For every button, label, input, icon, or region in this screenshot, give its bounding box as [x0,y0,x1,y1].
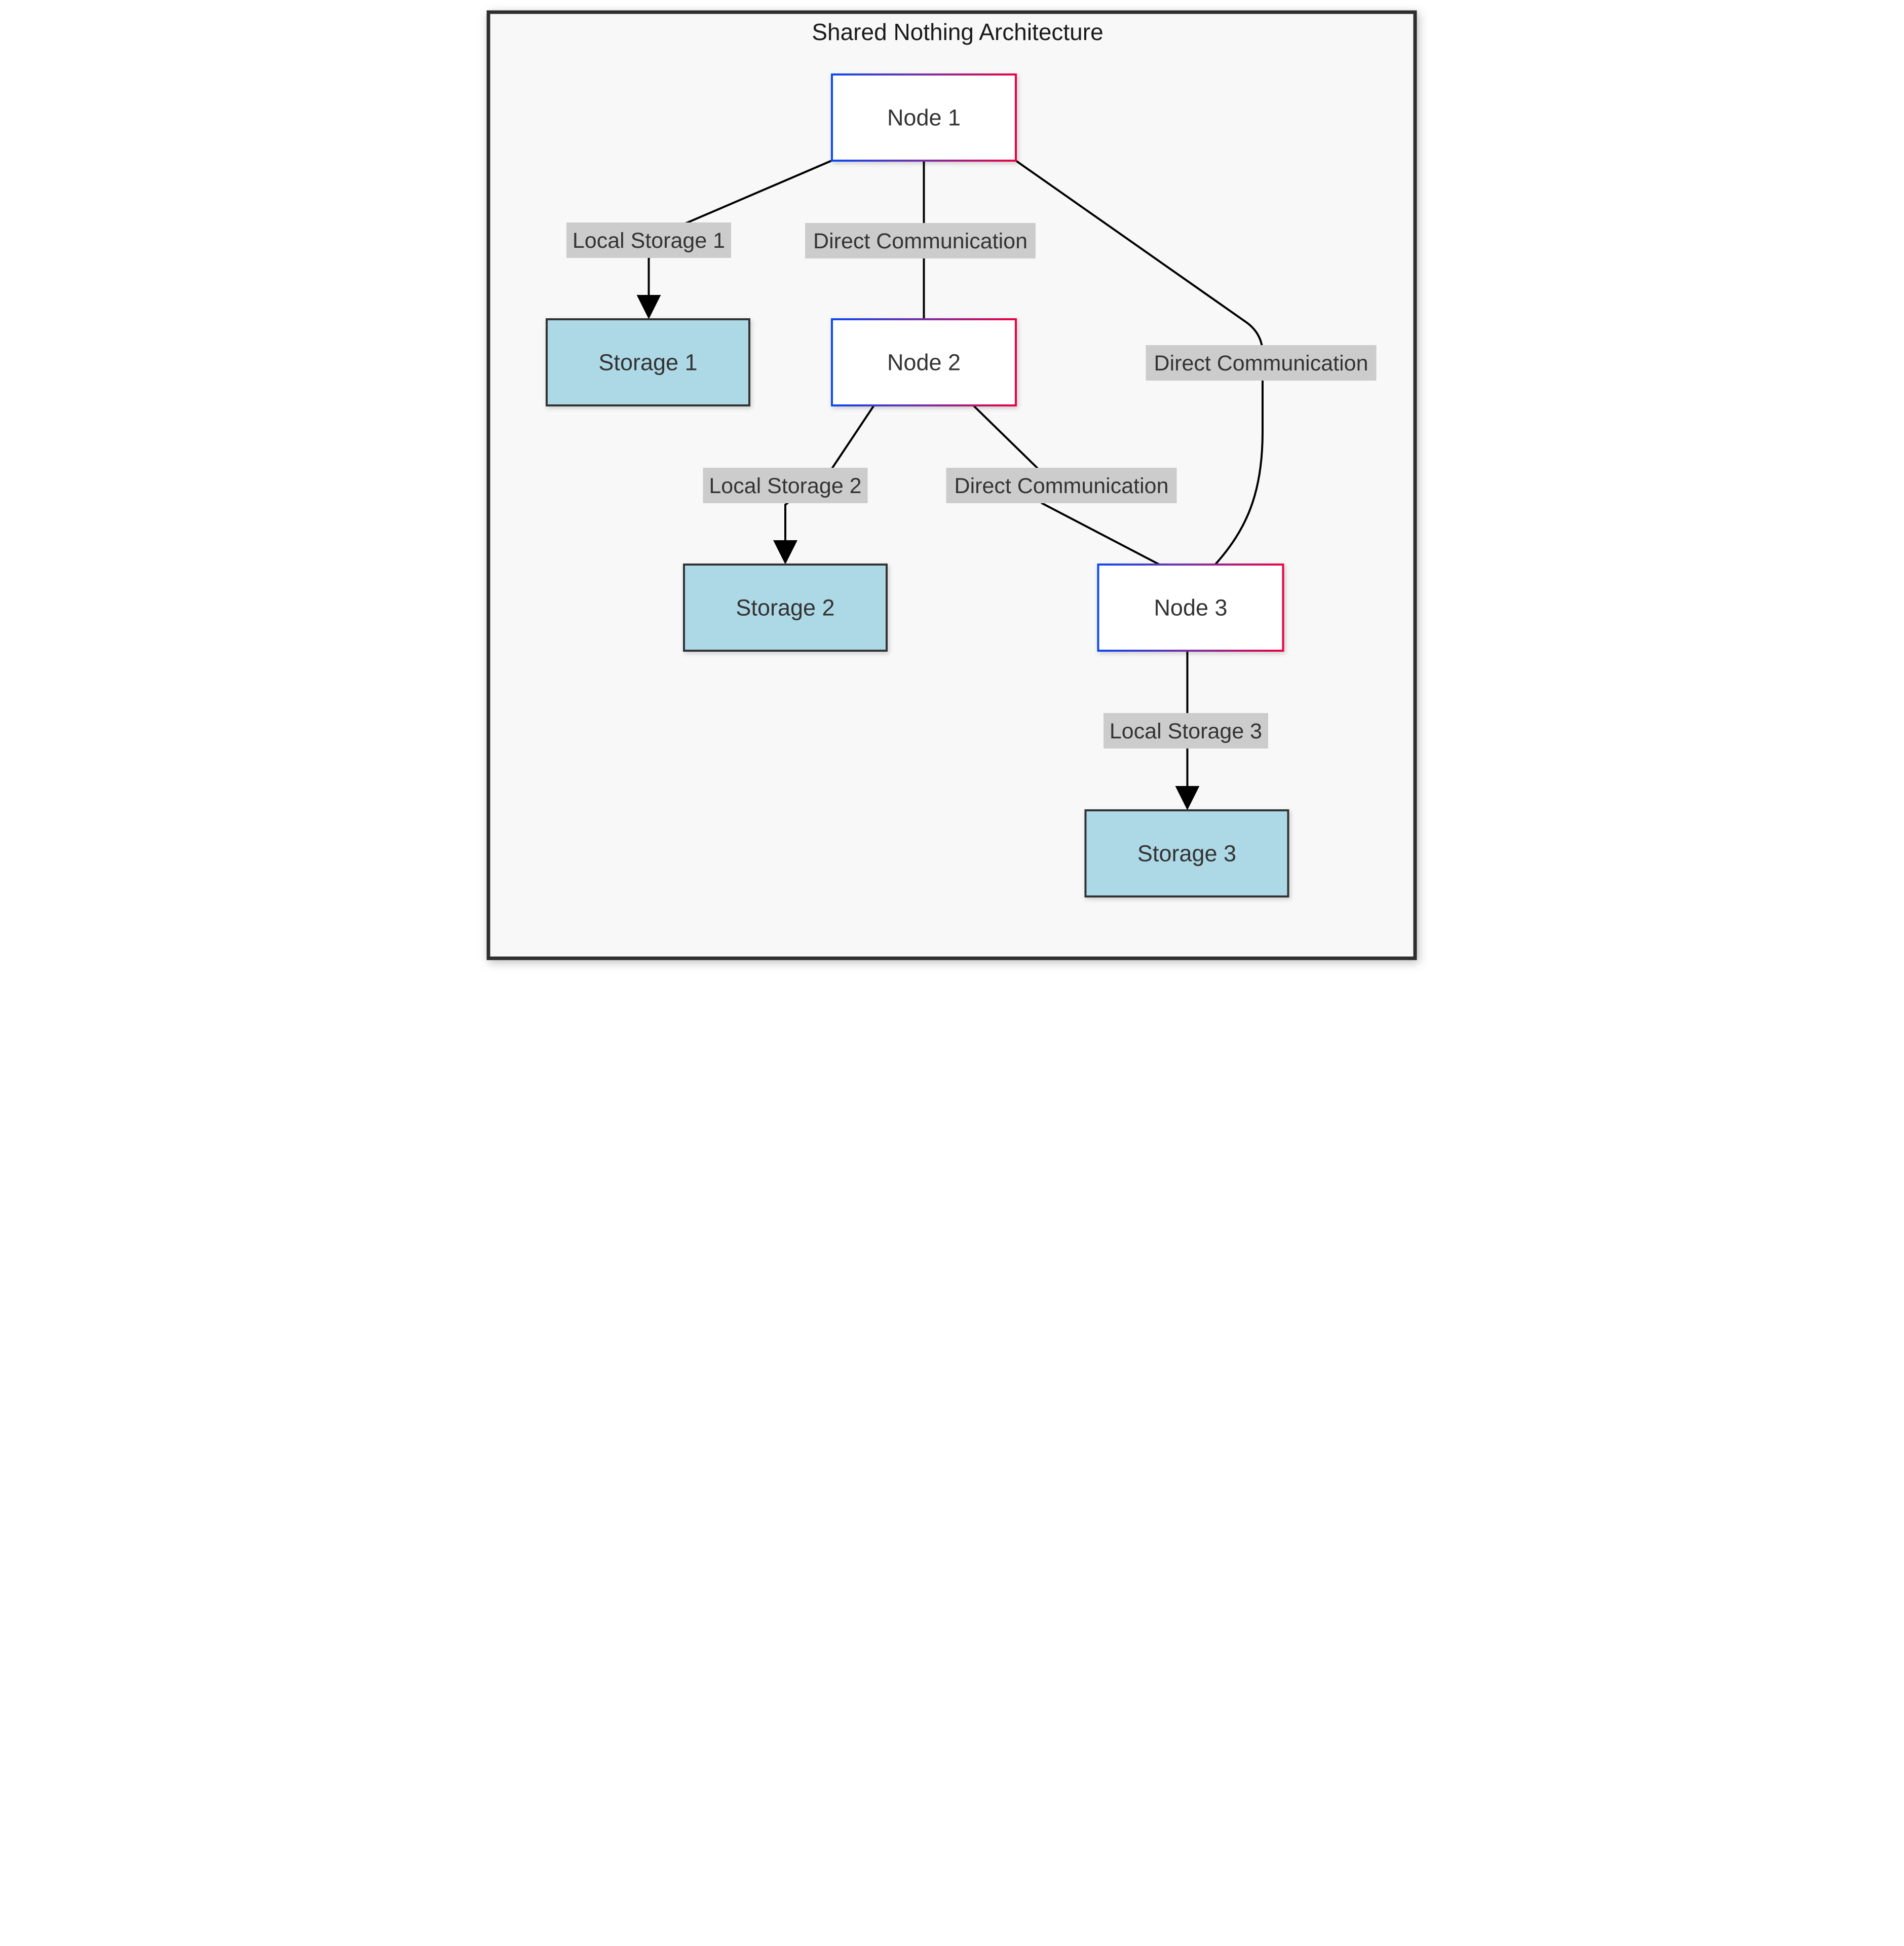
node-1: Node 1 [830,73,1017,162]
edge-label-text: Direct Communication [813,229,1027,253]
edge-label-text: Local Storage 3 [1109,719,1262,743]
storage-3: Storage 3 [1084,809,1289,897]
storage-2-label: Storage 2 [736,595,834,621]
node-3-box [1097,564,1284,652]
node-2-box [830,318,1017,406]
node-1-box [830,73,1017,162]
edge-label-direct-communication-mid: Direct Communication [946,468,1176,503]
storage-1: Storage 1 [545,318,750,406]
edge-label-text: Direct Communication [1154,351,1368,376]
storage-3-label: Storage 3 [1137,841,1236,867]
edge-label-box [566,222,731,258]
storage-1-label: Storage 1 [598,350,697,376]
edge-label-box [946,468,1176,503]
storage-3-box [1084,809,1289,897]
edge-label-text: Local Storage 1 [572,229,725,253]
storage-2-box [682,564,888,652]
diagram-stage: Shared Nothing Architecture Node 1 Node … [476,0,1428,973]
edge-label-local-storage-1: Local Storage 1 [566,222,731,258]
node-2-label: Node 2 [887,350,960,376]
storage-2: Storage 2 [682,564,888,652]
edge-node1-node3 [1015,160,1264,566]
edge-label-local-storage-3: Local Storage 3 [1103,713,1268,749]
storage-1-box [545,318,750,406]
edge-label-direct-communication-right: Direct Communication [1146,345,1376,381]
node-3-label: Node 3 [1154,595,1227,621]
edge-label-direct-communication-top: Direct Communication [805,223,1036,258]
edge-label-box [1103,713,1268,749]
edge-label-box [805,223,1036,258]
shared-nothing-architecture-diagram: Shared Nothing Architecture Node 1 Node … [486,10,1417,960]
diagram-title: Shared Nothing Architecture [812,19,1103,45]
edge-label-local-storage-2: Local Storage 2 [703,468,867,503]
node-1-label: Node 1 [887,105,960,131]
edge-label-text: Local Storage 2 [709,474,861,498]
edge-label-box [1146,345,1376,381]
edge-label-text: Direct Communication [954,474,1168,498]
node-3: Node 3 [1097,564,1284,652]
node-2: Node 2 [830,318,1017,406]
edge-label-box [703,468,867,503]
